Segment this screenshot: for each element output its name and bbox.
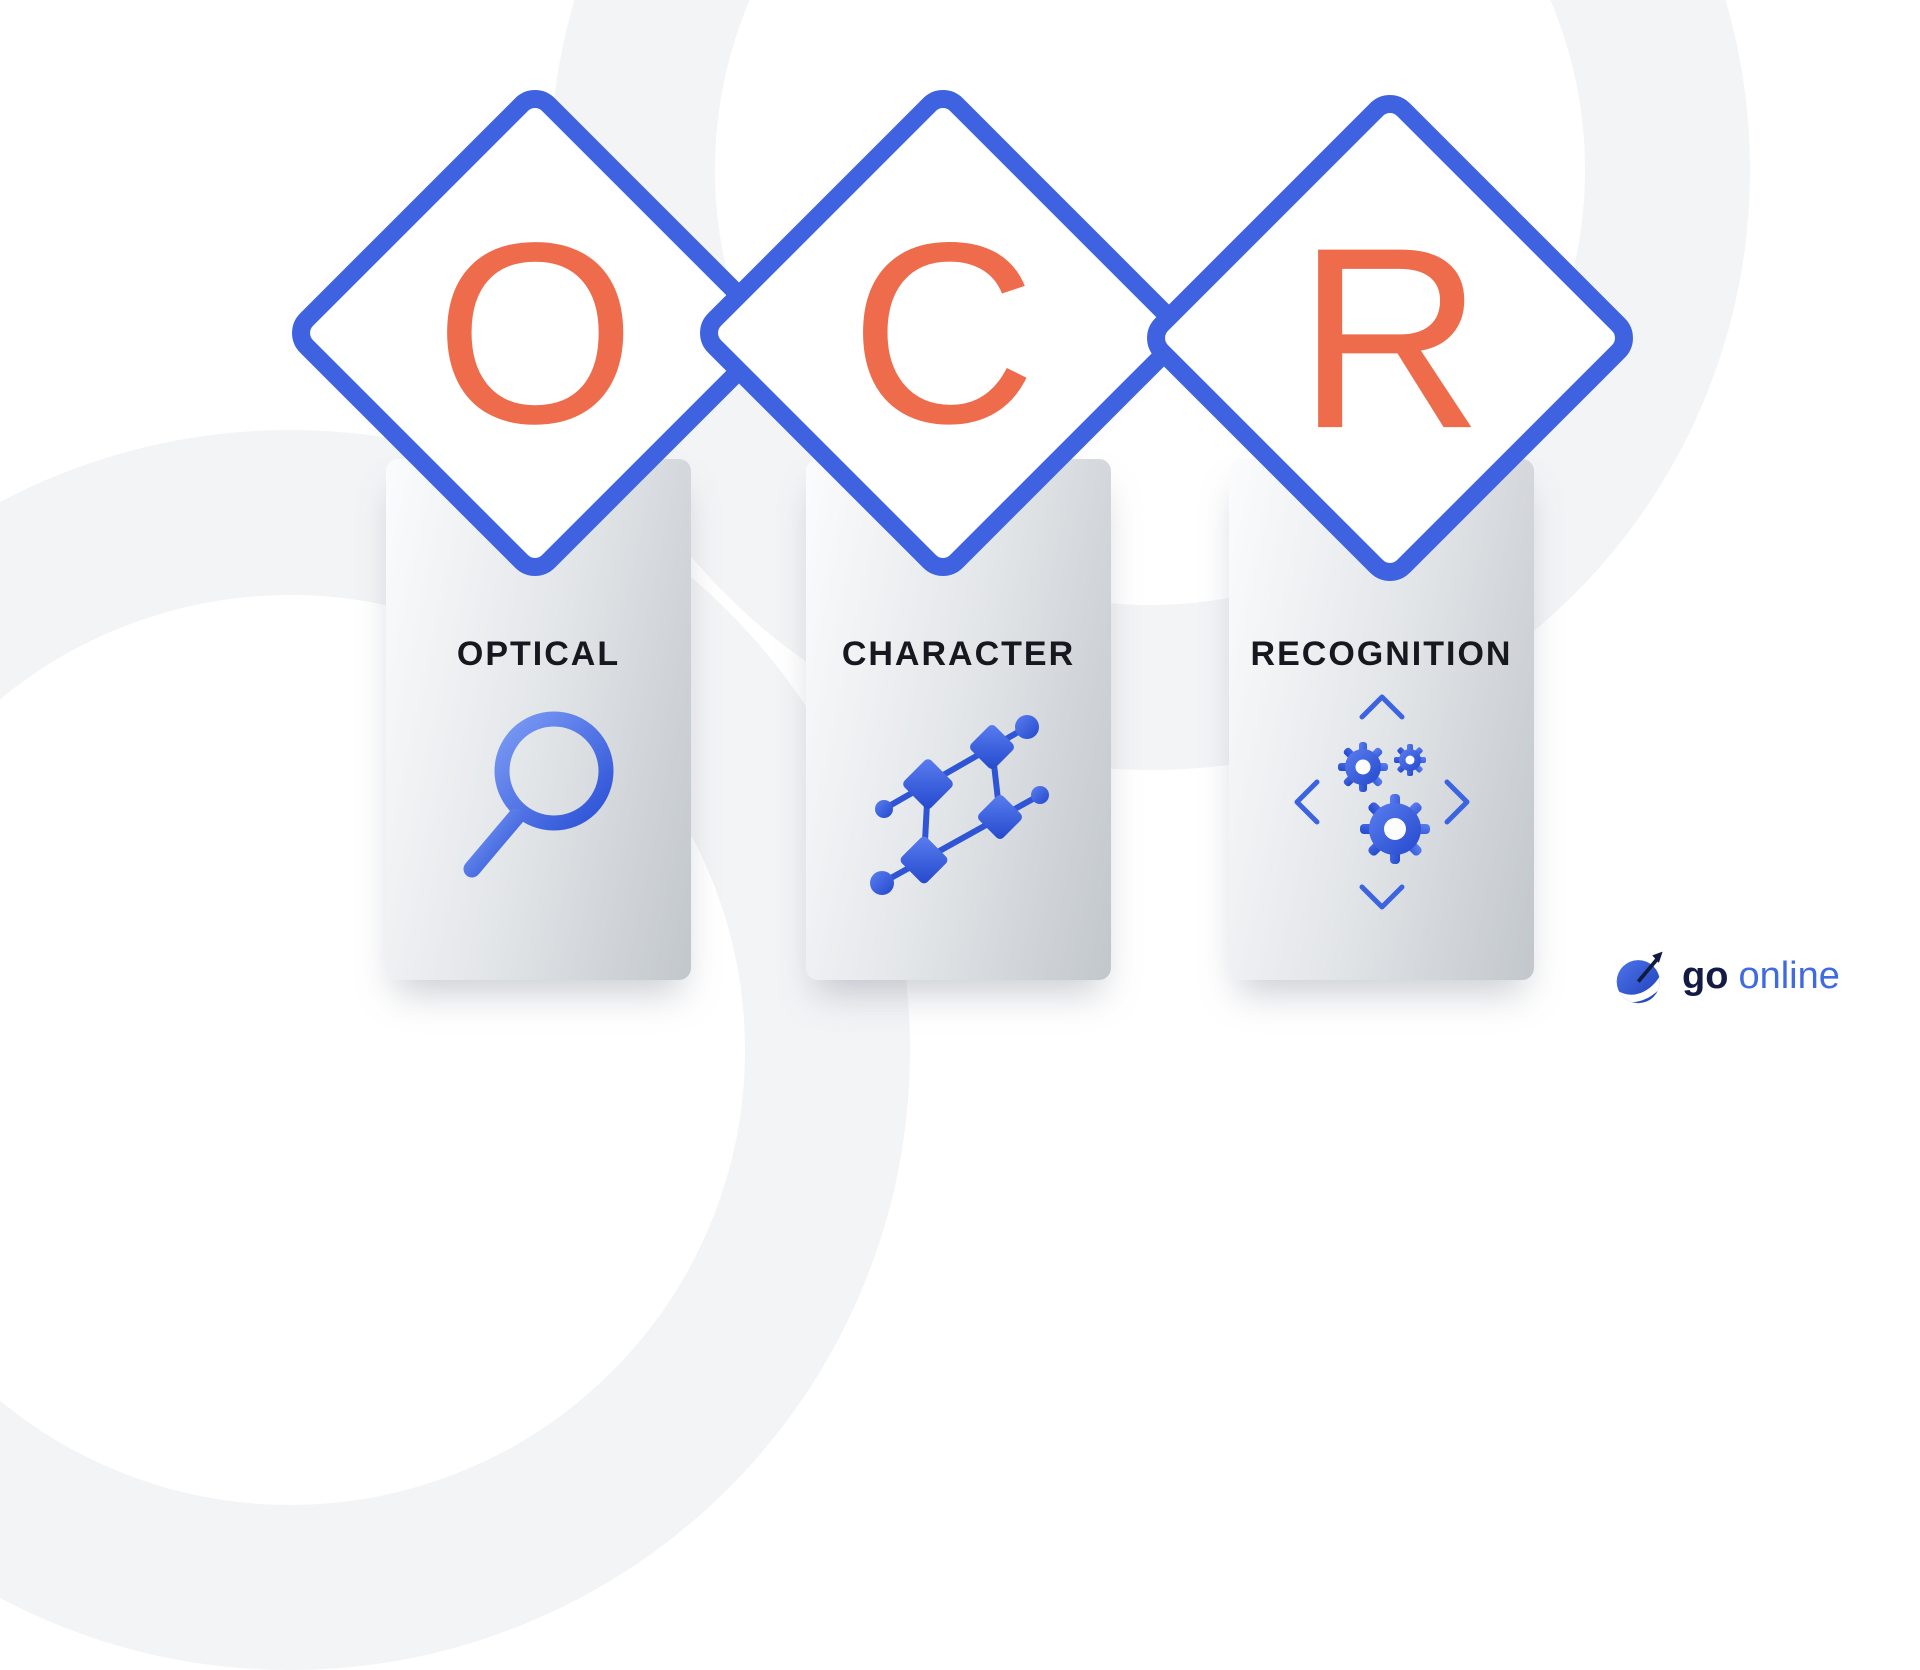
magnifier-icon: [463, 711, 613, 878]
card-optical: OPTICAL: [386, 459, 691, 980]
letter-r: R: [1296, 192, 1484, 482]
brand-logo: go online: [1612, 944, 1840, 1008]
logo-text-online: online: [1738, 954, 1840, 997]
gears-icon: [1294, 694, 1469, 910]
label-character: CHARACTER: [841, 635, 1076, 673]
logo-text-go: go: [1682, 954, 1729, 997]
viewfinder-chevrons: [1294, 694, 1469, 910]
label-recognition: RECOGNITION: [1250, 635, 1513, 673]
letter-c: C: [849, 187, 1037, 477]
go-online-globe-arrow-icon: [1616, 951, 1663, 1004]
label-optical: OPTICAL: [456, 635, 621, 673]
network-icon: [869, 715, 1049, 895]
letter-o: O: [434, 188, 636, 477]
